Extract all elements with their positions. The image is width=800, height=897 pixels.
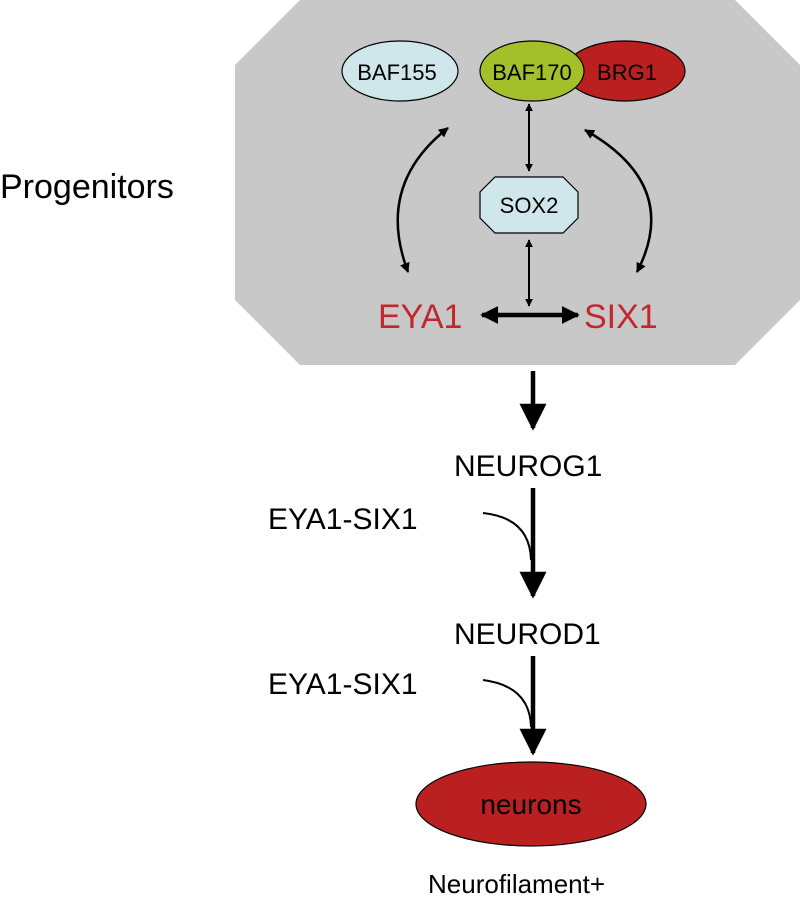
sox2-node — [479, 176, 579, 234]
eya1-label: EYA1 — [378, 298, 462, 336]
neurofilament-label: Neurofilament+ — [428, 869, 605, 897]
eya1six1-top-connector — [482, 512, 532, 561]
eya1six1-bottom-connector — [482, 679, 532, 728]
six1-label: SIX1 — [584, 298, 658, 336]
neurog1-label: NEUROG1 — [454, 450, 602, 483]
neurons-oval — [415, 761, 647, 847]
baf155-label: BAF155 — [357, 60, 437, 85]
baf170-label: BAF170 — [492, 60, 572, 85]
baf-eya1-curved-arrow — [396, 127, 449, 273]
baf-six1-curved-arrow — [584, 128, 653, 273]
sox2-label: SOX2 — [500, 193, 559, 218]
baf170-oval — [479, 40, 585, 102]
neurons-label: neurons — [480, 789, 581, 820]
progenitors-label: Progenitors — [0, 168, 174, 206]
baf155-oval — [341, 40, 459, 102]
brg1-label: BRG1 — [597, 60, 657, 85]
eya1six1-bottom-label: EYA1-SIX1 — [268, 668, 418, 701]
neurod1-label: NEUROD1 — [454, 618, 601, 651]
eya1six1-top-label: EYA1-SIX1 — [268, 503, 418, 536]
